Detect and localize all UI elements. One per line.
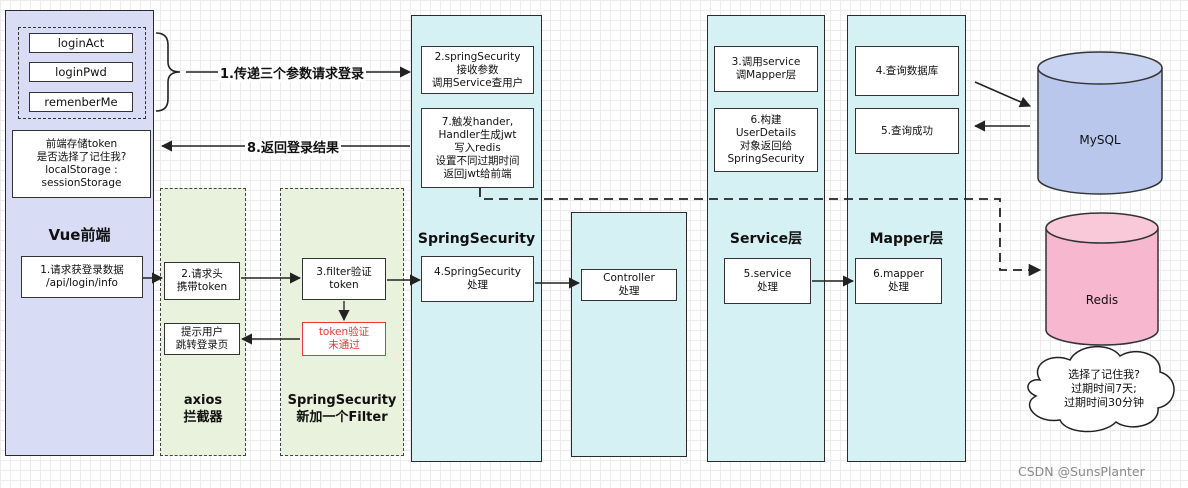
service-call-box: 3.调用service 调Mapper层: [714, 46, 818, 92]
param-loginact: loginAct: [29, 33, 133, 53]
watermark: CSDN @SunsPlanter: [1018, 464, 1145, 479]
axios-redirect-box: 提示用户 跳转登录页: [164, 323, 240, 355]
security-lane-title: SpringSecurity: [417, 231, 536, 247]
lane-vue-frontend: [5, 10, 154, 456]
cloud-note-text: 选择了记住我? 过期时间7天; 过期时间30分钟: [1064, 368, 1144, 409]
axios-lane-title: axios 拦截器: [183, 393, 223, 425]
lane-controller: [571, 212, 687, 457]
axios-header-box: 2.请求头 携带token: [164, 262, 240, 300]
params-group: [18, 27, 146, 119]
redis-database-icon: [1045, 212, 1159, 346]
security-receive-box: 2.springSecurity 接收参数 调用Service查用户: [421, 46, 534, 94]
redis-label: Redis: [1085, 293, 1119, 307]
mapper-query-box: 4.查询数据库: [855, 46, 959, 96]
service-build-box: 6.构建 UserDetails 对象返回给 SpringSecurity: [714, 108, 818, 172]
filter-lane-title: SpringSecurity 新加一个Filter: [287, 393, 397, 425]
token-fail-box: token验证 未通过: [302, 322, 386, 356]
login-request-box: 1.请求获登录数据 /api/login/info: [21, 256, 143, 298]
param-loginpwd: loginPwd: [29, 62, 133, 82]
mapper-process-box: 6.mapper 处理: [855, 258, 942, 304]
params-brace: [155, 32, 181, 112]
service-process-box: 5.service 处理: [724, 258, 811, 304]
arrow-query-to-mysql: [974, 81, 1032, 108]
mysql-label: MySQL: [1079, 133, 1121, 147]
security-handler-box: 7.触发hander, Handler生成jwt 写入redis 设置不同过期时…: [421, 108, 534, 188]
service-lane-title: Service层: [729, 231, 803, 247]
mapper-lane-title: Mapper层: [869, 231, 944, 247]
controller-box: Controller 处理: [581, 269, 677, 301]
filter-verify-box: 3.filter验证 token: [302, 258, 386, 300]
arrow-handler-to-redis: [479, 188, 1042, 277]
step1-label: 1.传递三个参数请求登录: [218, 63, 366, 82]
token-storage-box: 前端存储token 是否选择了记住我? localStorage : sessi…: [12, 130, 151, 198]
step8-label: 8.返回登录结果: [245, 137, 341, 156]
security-process-box: 4.SpringSecurity 处理: [421, 256, 534, 302]
param-remenberme: remenberMe: [29, 92, 133, 112]
mapper-success-box: 5.查询成功: [855, 108, 959, 154]
note-cloud-icon: [1027, 345, 1175, 433]
mysql-database-icon: [1037, 51, 1163, 195]
lane-axios-interceptor: [160, 188, 246, 456]
vue-lane-title: Vue前端: [48, 226, 111, 244]
